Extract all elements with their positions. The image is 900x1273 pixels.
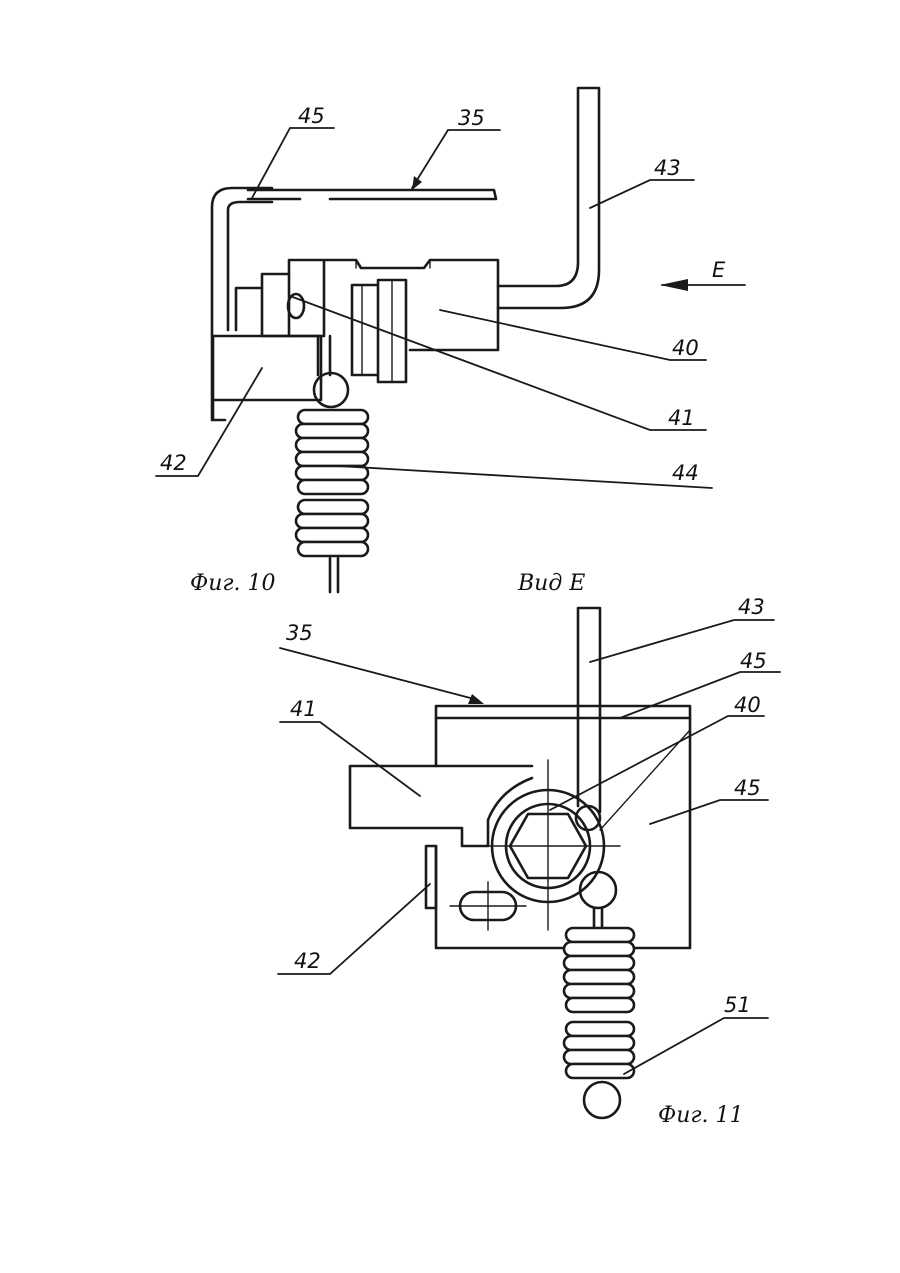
- view-e-title: Вид Е: [517, 571, 585, 596]
- arrow-35: [468, 694, 484, 704]
- figure-10: 45 35 43 E 40 41 42 44 Фиг. 10: [156, 88, 745, 596]
- label-40: 40: [734, 693, 761, 717]
- caption-fig-10: Фиг. 10: [190, 571, 276, 596]
- arrow-35: [412, 176, 422, 190]
- rod-43: [578, 608, 600, 812]
- label-45a: 45: [740, 649, 767, 673]
- lever-41: [350, 766, 532, 846]
- label-45: 45: [298, 104, 325, 128]
- spring-51: [564, 928, 634, 1078]
- plate-45: [436, 706, 690, 948]
- label-44: 44: [672, 461, 699, 485]
- leader-44: [338, 466, 712, 488]
- spring-44-tail: [330, 558, 338, 592]
- spring-lower-loop: [584, 1082, 620, 1118]
- rod-43: [498, 88, 599, 308]
- block-42: [426, 846, 436, 908]
- label-43: 43: [738, 595, 765, 619]
- label-42: 42: [294, 949, 321, 973]
- leader-35: [412, 130, 500, 188]
- leader-40: [440, 310, 706, 360]
- spring-upper-loop: [580, 872, 616, 908]
- caption-fig-11: Фиг. 11: [658, 1103, 744, 1128]
- leader-43: [590, 180, 694, 208]
- leader-40: [550, 716, 764, 810]
- spring-44: [296, 410, 368, 556]
- leader-45b: [650, 800, 768, 824]
- block-42-stem: [213, 336, 330, 420]
- leader-35: [280, 648, 478, 700]
- label-41: 41: [668, 406, 695, 430]
- view-e-arrow-head: [660, 279, 688, 291]
- block-42: [213, 336, 321, 400]
- leader-51: [624, 1018, 768, 1074]
- slot-center: [450, 882, 526, 930]
- label-41: 41: [290, 697, 317, 721]
- plate-35: [248, 190, 496, 199]
- view-e-label: E: [712, 258, 726, 282]
- label-51: 51: [724, 993, 751, 1017]
- label-35: 35: [458, 106, 485, 130]
- label-40: 40: [672, 336, 699, 360]
- label-45b: 45: [734, 776, 761, 800]
- label-35: 35: [286, 621, 313, 645]
- label-42: 42: [160, 451, 187, 475]
- spring-44-loop: [314, 373, 348, 407]
- figure-11: Вид Е: [278, 571, 780, 1128]
- label-43: 43: [654, 156, 681, 180]
- hex-head: [352, 280, 406, 382]
- collar-41: [236, 274, 289, 336]
